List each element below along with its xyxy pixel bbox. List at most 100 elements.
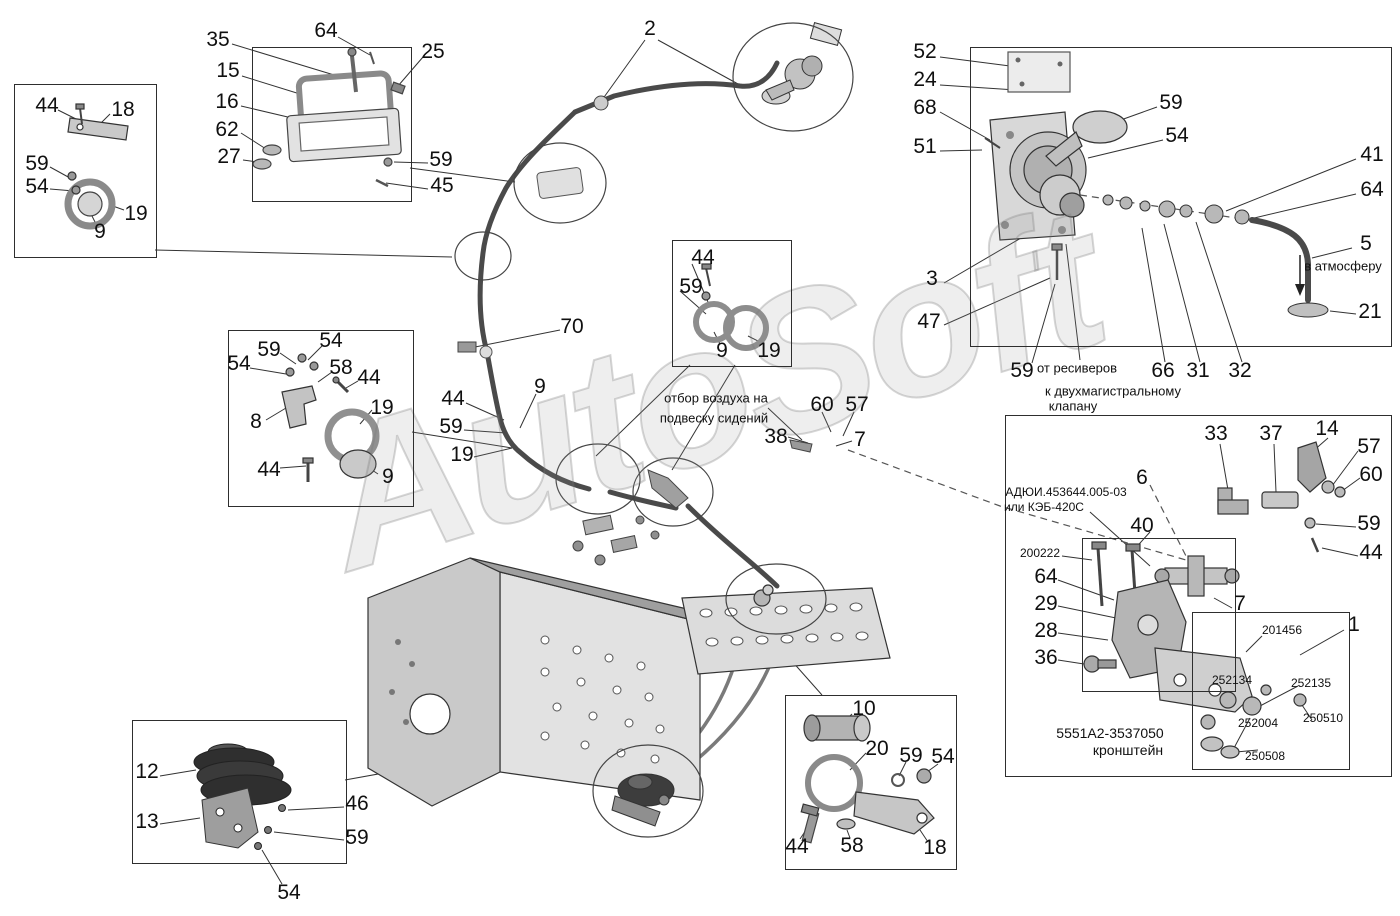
callout-number: 28	[1034, 619, 1058, 642]
callout-number: 59	[439, 415, 463, 438]
callout-number: 54	[931, 745, 955, 768]
callout-number: 12	[135, 760, 159, 783]
callout-number: 1	[1348, 613, 1360, 636]
callout-number: 25	[421, 40, 445, 63]
boot-detail	[193, 743, 292, 850]
callout-number: 29	[1034, 592, 1058, 615]
bracket-kit	[1083, 441, 1346, 759]
detail-circles	[454, 22, 854, 838]
callout-number: 7	[1234, 592, 1246, 615]
callout-number: 46	[345, 792, 369, 815]
pipe-joint-plate	[536, 167, 584, 199]
callout-number: 7	[854, 428, 866, 451]
callout-number: 13	[135, 810, 159, 833]
callout-number: 47	[917, 310, 941, 333]
callout-number: 5	[1360, 232, 1372, 255]
clamp-detail-center	[693, 263, 769, 351]
callout-number: 59	[1357, 512, 1381, 535]
callout-number: 19	[124, 202, 148, 225]
detail-box	[1082, 538, 1236, 692]
callout-number: 21	[1358, 300, 1382, 323]
clamp-detail-midleft	[281, 353, 380, 482]
callout-number: 60	[810, 393, 834, 416]
annotation-text: или КЭБ-420С	[1004, 500, 1084, 514]
callout-number: 54	[319, 329, 343, 352]
callout-number: 16	[215, 90, 239, 113]
callout-number: 57	[1357, 435, 1381, 458]
callout-number: 9	[534, 375, 546, 398]
callout-number: 66	[1151, 359, 1175, 382]
detail-box	[132, 720, 347, 864]
annotation-text: кронштейн	[1092, 742, 1164, 758]
detail-box	[672, 240, 792, 367]
annotation-text: 252134	[1211, 673, 1253, 687]
callout-number: 64	[1034, 565, 1058, 588]
callout-number: 59	[899, 744, 923, 767]
callout-number: 10	[852, 697, 876, 720]
callout-number: 45	[430, 174, 454, 197]
callout-number: 24	[913, 68, 937, 91]
callout-number: 52	[913, 40, 937, 63]
callout-number: 19	[450, 443, 474, 466]
callout-number: 44	[1359, 541, 1383, 564]
callout-number: 44	[35, 94, 59, 117]
callout-number: 14	[1315, 417, 1339, 440]
callout-number: 59	[1010, 359, 1034, 382]
callout-number: 60	[1359, 463, 1383, 486]
callout-number: 32	[1228, 359, 1252, 382]
callout-number: 44	[357, 366, 381, 389]
callout-number: 31	[1186, 359, 1210, 382]
annotation-text: подвеску сидений	[659, 410, 769, 426]
detail-box	[1005, 415, 1392, 777]
callout-number: 54	[227, 352, 251, 375]
callout-number: 51	[913, 135, 937, 158]
annotation-text: отбор воздуха на	[664, 390, 768, 406]
callout-number: 44	[441, 387, 465, 410]
pipe-fitting	[479, 345, 493, 359]
annotation-text: 250510	[1302, 711, 1344, 725]
detail-box	[1192, 612, 1350, 770]
annotation-text: клапану	[1048, 398, 1098, 414]
annotation-text: 252004	[1237, 716, 1279, 730]
callout-number: 44	[785, 835, 809, 858]
callout-number: 54	[277, 881, 301, 904]
chassis-bracket	[367, 557, 701, 807]
callout-number: 35	[206, 28, 230, 51]
callout-number: 41	[1360, 143, 1384, 166]
callout-number: 40	[1130, 514, 1154, 537]
callout-number: 59	[257, 338, 281, 361]
turbo-detail	[761, 22, 843, 105]
callout-number: 59	[25, 152, 49, 175]
callout-number: 18	[111, 98, 135, 121]
callout-number: 27	[217, 145, 241, 168]
seat-frame-detail	[252, 47, 406, 188]
clamp-detail-topleft	[64, 103, 129, 230]
callout-number: 59	[679, 275, 703, 298]
callout-number: 8	[250, 410, 262, 433]
mounting-plate	[681, 584, 891, 675]
exhaust-flange	[1287, 302, 1329, 318]
sleeve-clamp-detail	[800, 714, 935, 844]
callout-number: 38	[764, 425, 788, 448]
callout-number: 9	[716, 339, 728, 362]
detail-box	[252, 47, 412, 202]
horn	[1045, 110, 1128, 167]
annotation-text: к двухмагистральному	[1045, 383, 1181, 399]
callout-number: 36	[1034, 646, 1058, 669]
callout-number: 6	[1136, 466, 1148, 489]
callout-number: 37	[1259, 422, 1283, 445]
callout-number: 2	[644, 17, 656, 40]
annotation-text: от ресиверов	[1036, 360, 1118, 376]
callout-number: 57	[845, 393, 869, 416]
annotation-text: 250508	[1244, 749, 1286, 763]
callout-number: 64	[1360, 178, 1384, 201]
callout-number: 3	[926, 267, 938, 290]
atmosphere-arrow	[1295, 255, 1305, 296]
pipe-clamp	[457, 341, 477, 353]
callout-number: 20	[865, 737, 889, 760]
callout-number: 54	[1165, 124, 1189, 147]
compressor-assembly	[984, 51, 1087, 280]
callout-number: 68	[913, 96, 937, 119]
callout-number: 59	[1159, 91, 1183, 114]
callout-number: 44	[257, 458, 281, 481]
